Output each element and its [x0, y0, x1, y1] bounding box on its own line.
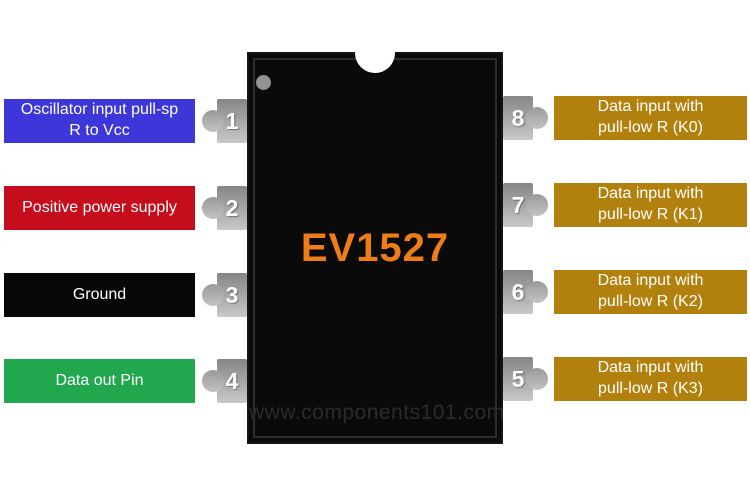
- pin4-description: Data out Pin: [4, 359, 195, 403]
- pin7-description-line1: Data input with: [597, 185, 704, 203]
- pin3-description: Ground: [4, 273, 195, 317]
- pin5-description: Data input with pull-low R (K3): [554, 357, 747, 401]
- pin5-number: 5: [511, 365, 525, 392]
- pin1-description-line2: R to Vcc: [69, 122, 130, 139]
- pin4-tab: 4: [217, 359, 247, 403]
- pin1-description: Oscillator input pull-sp R to Vcc: [4, 99, 195, 143]
- pin8-description-line1: Data input with: [597, 98, 704, 116]
- pin3-number: 3: [225, 281, 239, 308]
- pin7-number: 7: [511, 191, 525, 218]
- pin8-tab: 8: [503, 96, 533, 140]
- chip-part-number: EV1527: [300, 226, 450, 270]
- watermark-text: www.components101.com: [249, 401, 505, 424]
- pin6-description-line2: pull-low R (K2): [598, 293, 703, 310]
- pin1-indicator-dot: [256, 75, 271, 90]
- pin5-description-line1: Data input with: [597, 359, 704, 377]
- pin2-number: 2: [225, 194, 239, 221]
- pin7-description-line2: pull-low R (K1): [598, 206, 703, 223]
- pin8-description-line2: pull-low R (K0): [598, 119, 703, 136]
- pin7-tab: 7: [503, 183, 533, 227]
- pin4-description-line1: Data out Pin: [55, 371, 144, 389]
- pin2-description: Positive power supply: [4, 186, 195, 230]
- pin1-number: 1: [225, 107, 239, 134]
- pin6-number: 6: [511, 278, 525, 305]
- chip-notch: [355, 33, 395, 73]
- pin4-number: 4: [225, 367, 239, 394]
- pin5-tab: 5: [503, 357, 533, 401]
- pin8-number: 8: [511, 104, 525, 131]
- pin6-description-line1: Data input with: [597, 272, 704, 290]
- pin5-description-line2: pull-low R (K3): [598, 380, 703, 397]
- pin2-description-line1: Positive power supply: [22, 198, 177, 216]
- pin6-description: Data input with pull-low R (K2): [554, 270, 747, 314]
- pin6-tab: 6: [503, 270, 533, 314]
- pin1-tab: 1: [217, 99, 247, 143]
- pin7-description: Data input with pull-low R (K1): [554, 183, 747, 227]
- pin8-description: Data input with pull-low R (K0): [554, 96, 747, 140]
- pin1-description-line1: Oscillator input pull-sp: [20, 101, 179, 119]
- pin2-tab: 2: [217, 186, 247, 230]
- pin3-description-line1: Ground: [72, 285, 127, 303]
- pin3-tab: 3: [217, 273, 247, 317]
- ic-chip-body: EV1527 www.components101.com: [247, 33, 505, 444]
